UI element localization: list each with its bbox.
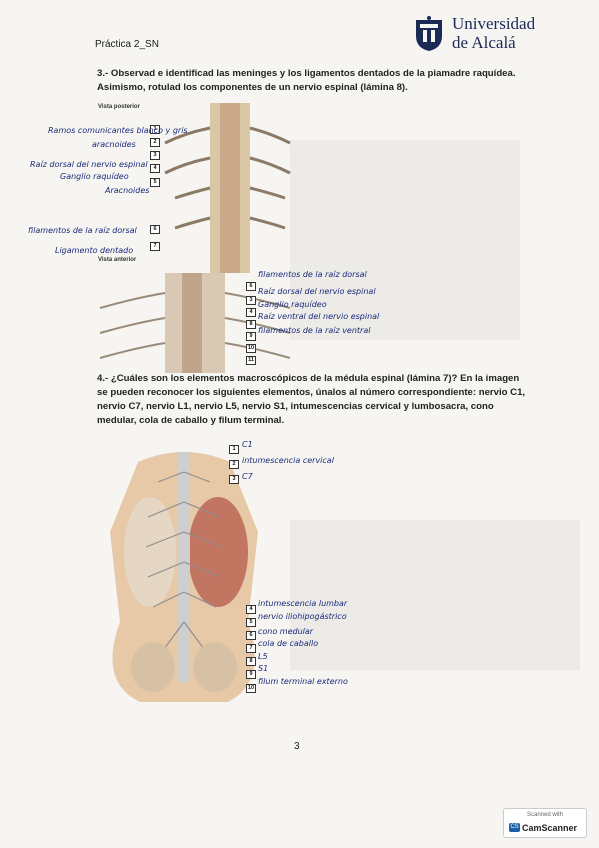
label-number-box: 1 [229,445,239,454]
handwritten-label: C1 [242,440,253,449]
label-number-box: 5 [150,178,160,187]
label-number-box: 6 [246,282,256,291]
handwritten-label: cola de caballo [258,639,319,648]
handwritten-label: Aracnoides [105,186,150,195]
view-posterior-label: Vista posterior [98,104,140,110]
view-anterior-label: Vista anterior [98,257,137,263]
handwritten-label: L5 [258,652,268,661]
label-number-box: 6 [150,225,160,234]
handwritten-label: Ganglio raquídeo [60,172,129,181]
scanned-with-text: Scanned with [526,812,564,818]
label-number-box: 4 [246,308,256,317]
label-number-box: 9 [246,670,256,679]
handwritten-label: cono medular [258,627,314,636]
label-number-box: 6 [246,631,256,640]
university-shield-icon [416,16,442,51]
label-number-box: 10 [246,684,256,693]
handwritten-label: intumescencia lumbar [258,599,348,608]
handwritten-label: aracnoides [92,140,136,149]
handwritten-label: nervio iliohipogástrico [258,612,347,621]
camscanner-name: CamScanner [522,823,578,833]
handwritten-label: Raíz ventral del nervio espinal [258,312,380,321]
handwritten-label: intumescencia cervical [242,456,334,465]
question-4-text: 4.- ¿Cuáles son los elementos macroscópi… [97,373,526,426]
question-3-text: 3.- Observad e identificad las meninges … [97,68,516,93]
spinal-cord-back-illustration [110,452,258,702]
handwritten-label: C7 [242,472,253,481]
label-number-box: 5 [246,618,256,627]
label-number-box: 9 [246,332,256,341]
handwritten-label: filamentos de la raíz dorsal [258,270,367,279]
practice-title: Práctica 2_SN [95,39,159,50]
label-number-box: 3 [150,151,160,160]
label-number-box: 1 [150,125,160,134]
handwritten-label: Ligamento dentado [55,246,134,255]
label-number-box: 4 [246,605,256,614]
label-number-box: 2 [229,460,239,469]
page-number: 3 [294,741,300,752]
handwritten-label: Ganglio raquídeo [258,300,327,309]
handwritten-label: filamentos de la raíz ventral [258,326,371,335]
handwritten-label: filum terminal externo [258,677,348,686]
label-number-box: 2 [150,138,160,147]
label-number-box: 7 [246,644,256,653]
label-number-box: 4 [150,164,160,173]
camscanner-icon: CS [509,823,520,832]
university-name: Universidad de Alcalá [452,14,536,52]
label-number-box: 10 [246,344,256,353]
label-number-box: 3 [246,296,256,305]
label-number-box: 7 [150,242,160,251]
handwritten-label: Ramos comunicantes blanco y gris [48,126,188,135]
university-logo: Universidad de Alcalá [414,14,544,56]
label-number-box: 8 [246,657,256,666]
label-number-box: 11 [246,356,256,365]
handwritten-label: Raíz dorsal del nervio espinal [30,160,148,169]
spinal-nerve-illustration [99,103,291,373]
label-number-box: 3 [229,475,239,484]
camscanner-watermark: Scanned with CS CamScanner [503,808,587,838]
label-number-box: 8 [246,320,256,329]
handwritten-label: Raíz dorsal del nervio espinal [258,287,376,296]
handwritten-label: filamentos de la raíz dorsal [28,226,137,235]
handwritten-label: S1 [258,664,269,673]
